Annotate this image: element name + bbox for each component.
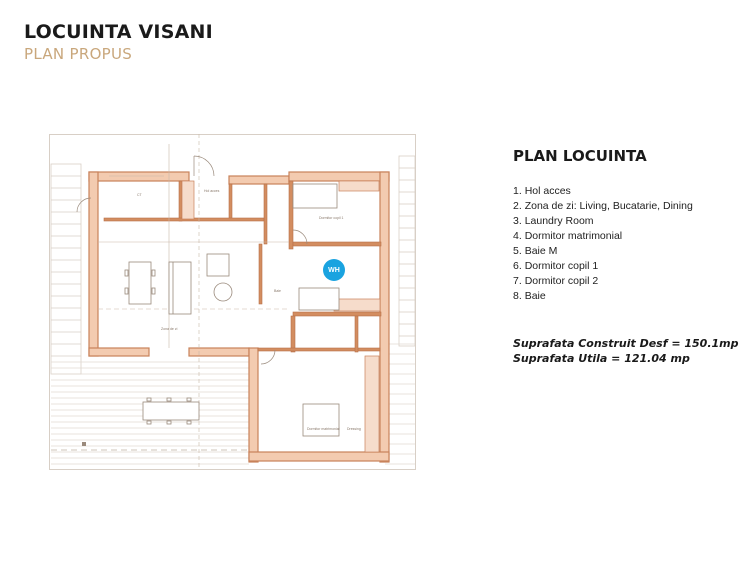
- floor-plan: CT Hol acces Dormitor copil 1 Baie Zona …: [49, 134, 416, 470]
- svg-text:Baie: Baie: [274, 289, 281, 293]
- svg-text:Dormitor matrimonial: Dormitor matrimonial: [307, 427, 340, 431]
- legend-item: 8. Baie: [513, 290, 546, 302]
- legend-title: PLAN LOCUINTA: [513, 147, 647, 165]
- legend-item: 3. Laundry Room: [513, 215, 594, 227]
- legend-item: 6. Dormitor copil 1: [513, 260, 599, 272]
- page-subtitle: PLAN PROPUS: [24, 45, 133, 63]
- page-title: LOCUINTA VISANI: [24, 21, 213, 43]
- legend-item: 5. Baie M: [513, 245, 558, 257]
- legend-item: 2. Zona de zi: Living, Bucatarie, Dining: [513, 200, 693, 212]
- svg-text:Hol acces: Hol acces: [204, 189, 220, 193]
- svg-text:CT: CT: [137, 193, 143, 197]
- legend-item: 4. Dormitor matrimonial: [513, 230, 623, 242]
- watermark-badge-icon: WH: [323, 259, 345, 281]
- built-area: Suprafata Construit Desf = 150.1mp: [513, 337, 739, 350]
- room-legend: 1. Hol acces 2. Zona de zi: Living, Buca…: [513, 184, 693, 304]
- svg-text:Dressing: Dressing: [347, 427, 361, 431]
- legend-item: 1. Hol acces: [513, 185, 571, 197]
- svg-text:Zona de zi: Zona de zi: [161, 327, 178, 331]
- area-summary: Suprafata Construit Desf = 150.1mp Supra…: [513, 336, 739, 366]
- usable-area: Suprafata Utila = 121.04 mp: [513, 352, 690, 365]
- svg-text:Dormitor copil 1: Dormitor copil 1: [319, 216, 344, 220]
- legend-item: 7. Dormitor copil 2: [513, 275, 599, 287]
